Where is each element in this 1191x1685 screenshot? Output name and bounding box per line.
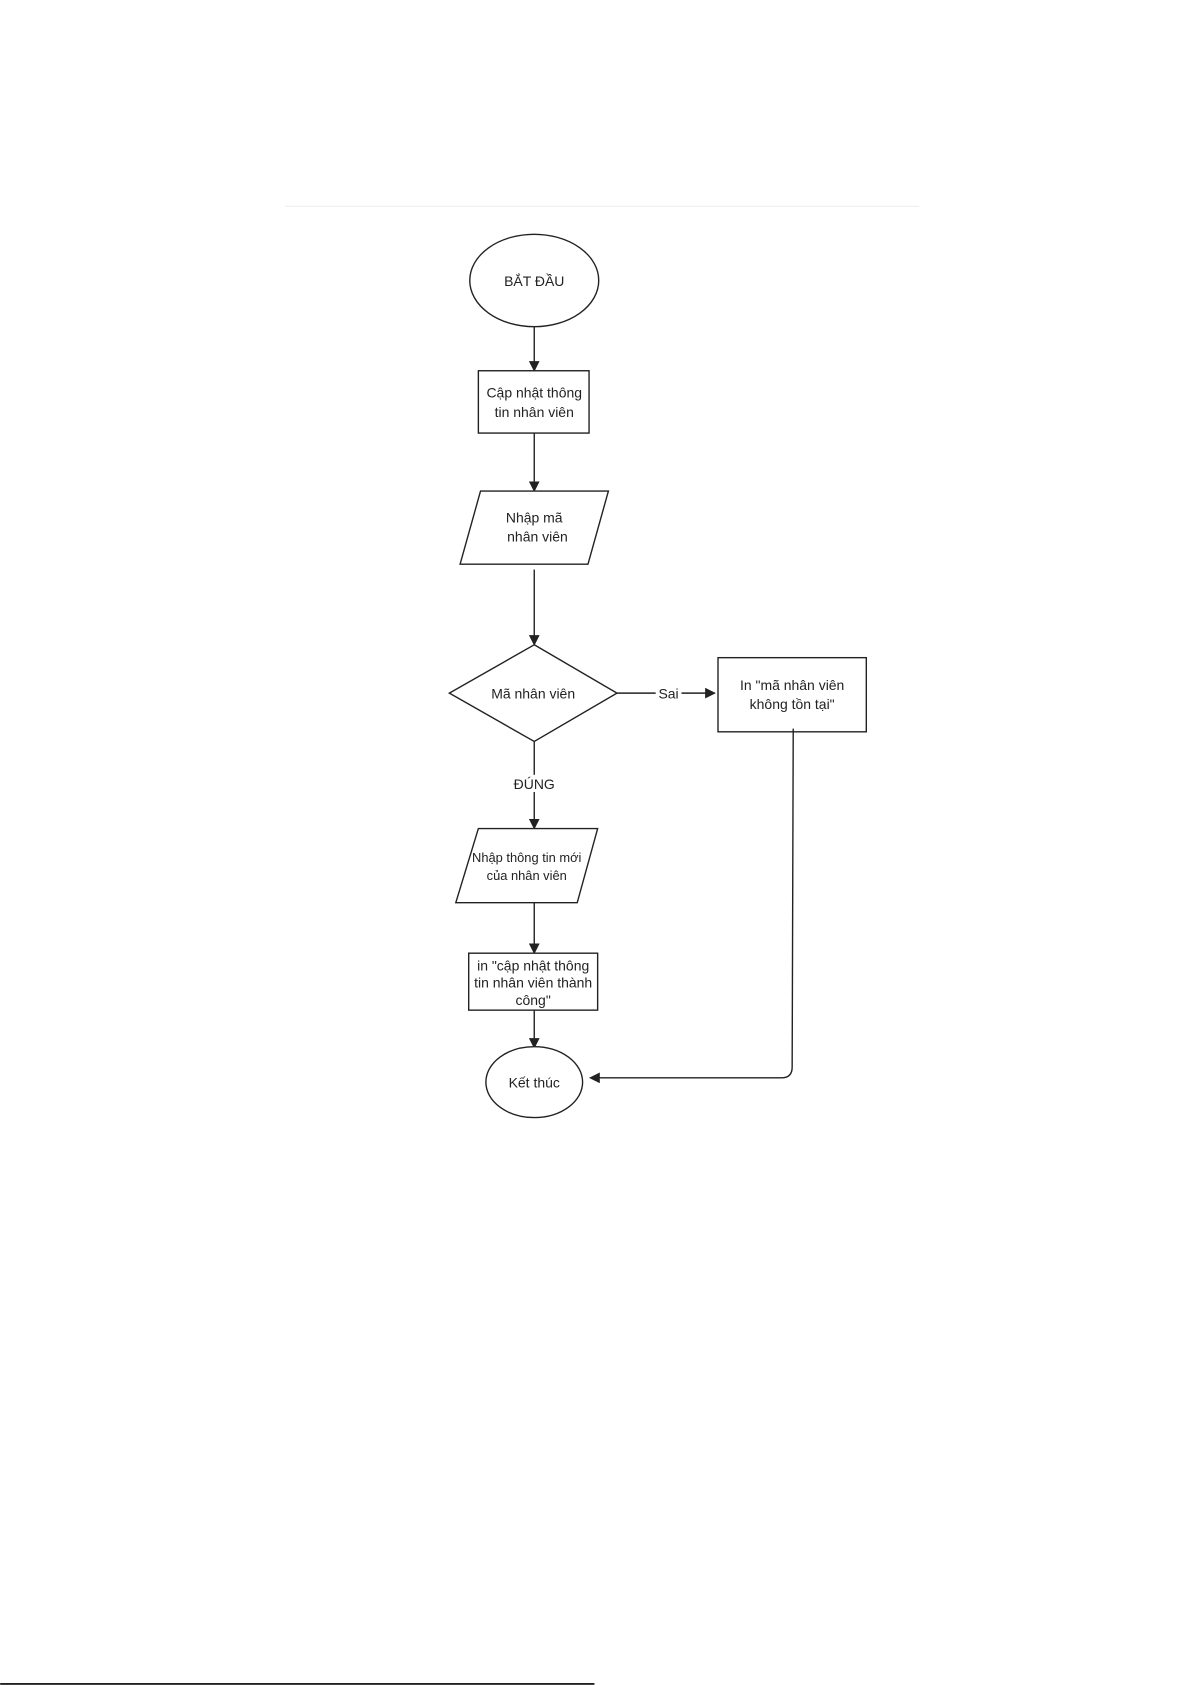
- input-new-info-line2: của nhân viên: [487, 868, 567, 883]
- input-new-info-line1: Nhập thông tin mới: [472, 850, 581, 865]
- false-label: Sai: [658, 686, 678, 702]
- not-found-line2: không tồn tại": [750, 696, 835, 712]
- decision-node: Mã nhân viên: [447, 643, 619, 743]
- input-id-line1: Nhập mã: [506, 509, 563, 525]
- not-found-line1: In "mã nhân viên: [740, 677, 844, 693]
- start-label: BẮT ĐẦU: [504, 272, 564, 289]
- decision-label: Mã nhân viên: [491, 686, 575, 702]
- success-output-node: in "cập nhật thông tin nhân viên thành c…: [467, 952, 599, 1011]
- end-node: Kết thúc: [485, 1045, 584, 1119]
- success-line1: in "cập nhật thông: [477, 957, 589, 973]
- update-label-line1: Cập nhật thông: [486, 385, 582, 401]
- update-label-line2: tin nhân viên: [495, 404, 574, 420]
- not-found-output-node: In "mã nhân viên không tồn tại": [717, 656, 868, 733]
- input-id-line2: nhân viên: [507, 529, 568, 545]
- edge-not-found-end: [589, 728, 794, 1084]
- input-id-node: Nhập mã nhân viên: [459, 490, 610, 565]
- end-label: Kết thúc: [509, 1075, 560, 1091]
- true-label: ĐÚNG: [514, 776, 555, 792]
- success-line2: tin nhân viên thành: [474, 975, 592, 991]
- success-line3: công": [516, 992, 551, 1008]
- input-new-info-node: Nhập thông tin mới của nhân viên: [454, 827, 599, 904]
- update-process-node: Cập nhật thông tin nhân viên: [477, 370, 590, 434]
- start-node: BẮT ĐẦU: [469, 233, 600, 328]
